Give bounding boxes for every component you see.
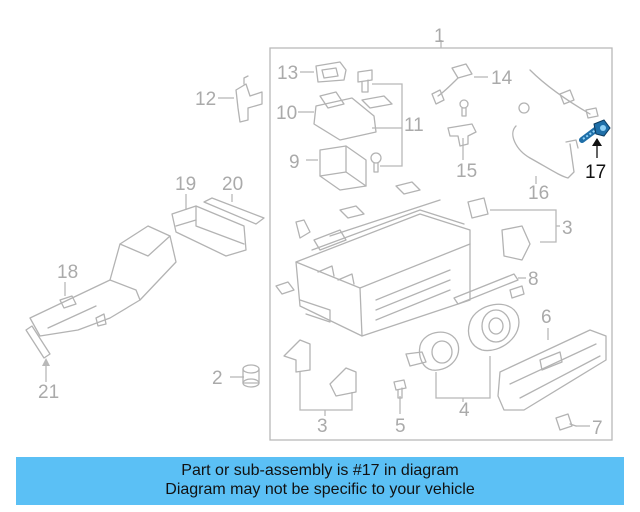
callout-18[interactable]: 18 [57,262,78,283]
part-6-cover[interactable] [497,329,607,411]
callout-1[interactable]: 1 [434,26,445,47]
part-19-duct[interactable] [171,205,247,257]
part-8-connector[interactable] [509,285,525,299]
part-13-bracket[interactable] [315,61,347,83]
part-3-bracket-bottom-right[interactable] [329,367,357,397]
part-3-bracket-bottom-left[interactable] [283,339,311,373]
callout-3-bottom[interactable]: 3 [317,416,328,437]
callout-19[interactable]: 19 [175,174,196,195]
part-15-bracket[interactable] [447,123,477,147]
callout-8[interactable]: 8 [528,269,539,290]
part-7-bolt[interactable] [555,413,577,431]
callout-2[interactable]: 2 [212,368,223,389]
part-20-strip[interactable] [203,197,265,225]
main-unit-body[interactable] [295,199,471,337]
part-9-module[interactable] [319,145,367,191]
callout-21[interactable]: 21 [38,382,59,403]
part-info-banner: Part or sub-assembly is #17 in diagram D… [16,457,624,505]
part-18-duct[interactable] [29,225,177,337]
part-12-bracket[interactable] [235,75,263,123]
part-11-clip-top[interactable] [357,69,373,93]
part-2-grommet[interactable] [242,364,260,388]
banner-line-2: Diagram may not be specific to your vehi… [165,481,475,498]
callout-4[interactable]: 4 [459,400,470,421]
callout-16[interactable]: 16 [528,183,549,204]
callout-3-right[interactable]: 3 [562,218,573,239]
part-8-strip[interactable] [453,273,519,305]
callout-10[interactable]: 10 [276,103,297,124]
callout-14[interactable]: 14 [491,68,513,89]
callout-11[interactable]: 11 [404,115,424,136]
part-10-pad[interactable] [313,91,393,141]
callout-20[interactable]: 20 [222,174,243,195]
part-4-fan-right[interactable] [467,303,520,352]
part-14-harness[interactable] [431,63,473,117]
callout-5[interactable]: 5 [395,416,406,437]
assembly-1-frame [269,40,613,441]
callout-13[interactable]: 13 [277,63,298,84]
part-21-rod[interactable] [25,325,51,359]
parts-diagram: 1 2 3 3 4 5 6 7 8 9 10 11 12 13 14 15 16… [25,26,613,441]
cable-assembly[interactable] [518,69,599,119]
part-17-bolt[interactable] [579,119,611,143]
part-11-screw[interactable] [370,152,382,173]
callout-6[interactable]: 6 [541,307,552,328]
part-16-pipe[interactable] [512,125,579,179]
part-3-bracket-right[interactable] [467,197,531,261]
callout-17[interactable]: 17 [585,162,606,183]
leader-lines [42,71,602,427]
callout-7[interactable]: 7 [592,418,603,439]
callout-9[interactable]: 9 [289,152,300,173]
callout-12[interactable]: 12 [195,89,216,110]
small-pads [275,181,421,295]
part-4-fan-left[interactable] [405,331,460,371]
callout-15[interactable]: 15 [456,161,477,182]
banner-line-1: Part or sub-assembly is #17 in diagram [181,462,459,479]
part-5-bolt[interactable] [393,379,407,399]
